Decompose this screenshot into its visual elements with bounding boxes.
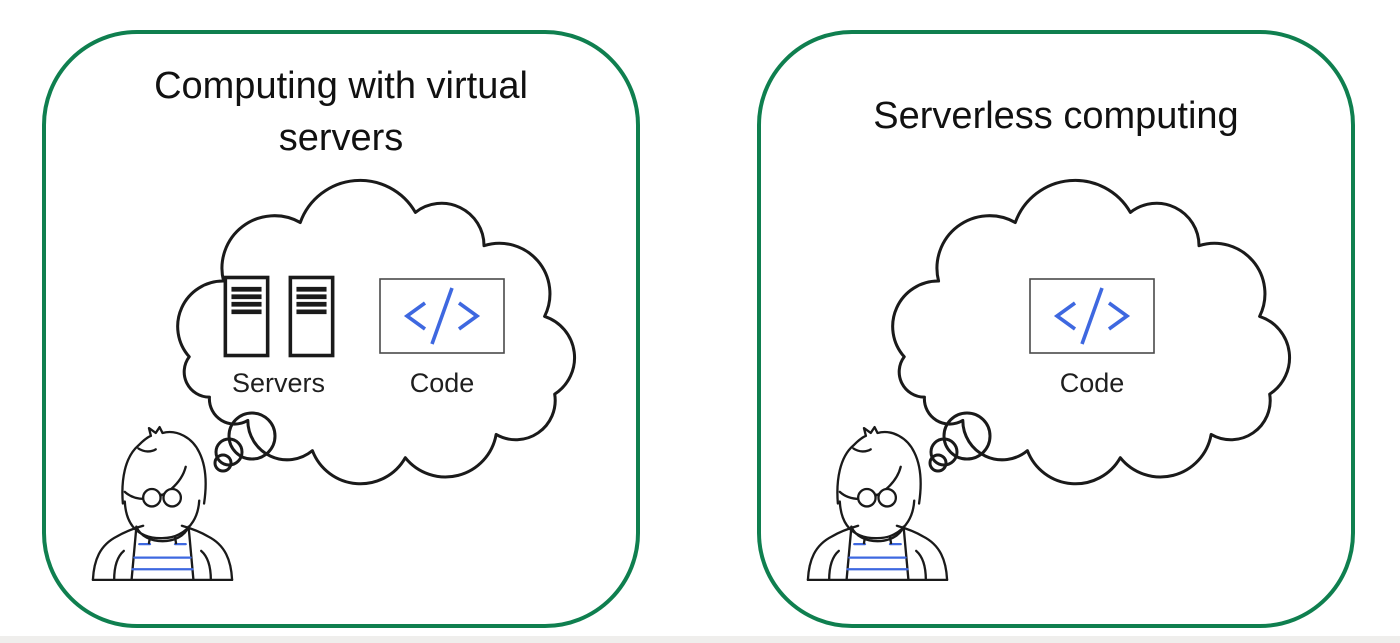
- code-icon: [379, 278, 505, 354]
- code-icon: [1029, 278, 1155, 354]
- server-icon: [223, 274, 270, 359]
- servers-icon-row: [221, 274, 336, 359]
- server-icon: [288, 274, 335, 359]
- developer-figure: [805, 424, 950, 584]
- panel-title: Computing with virtual servers: [154, 65, 528, 160]
- code-label: Code: [409, 368, 475, 398]
- panel-title: Serverless computing: [873, 95, 1239, 137]
- code-item: Code: [1029, 278, 1155, 399]
- developer-figure: [90, 424, 235, 584]
- serverless-panel: Serverless computing Code: [757, 30, 1355, 628]
- code-item: Code: [379, 278, 505, 399]
- code-label: Code: [1059, 368, 1125, 398]
- virtual-servers-panel: Computing with virtual servers Servers C…: [42, 30, 640, 628]
- servers-item: Servers: [221, 274, 336, 399]
- servers-label: Servers: [231, 368, 326, 398]
- page-bottom-divider: [0, 636, 1400, 643]
